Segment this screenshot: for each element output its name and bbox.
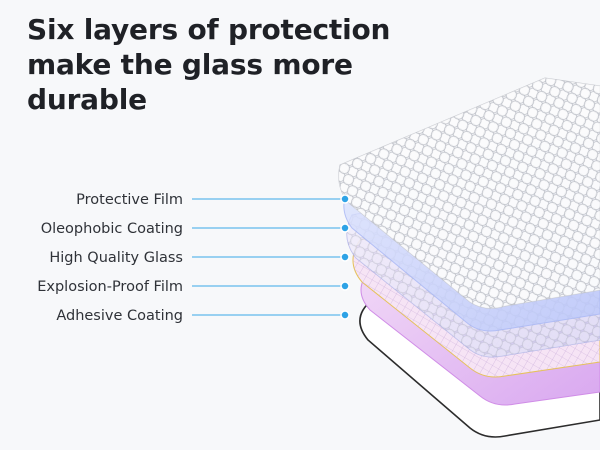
headline-line-1: Six layers of protection (27, 13, 391, 46)
leader-dot-adhesive-coating (340, 310, 350, 320)
leader-dot-high-quality-glass (340, 252, 350, 262)
layer-label-protective-film: Protective Film (76, 192, 183, 208)
leader-lines (192, 198, 345, 316)
leader-dot-explosion-proof-film (340, 281, 350, 291)
leader-dots (340, 194, 350, 320)
headline-line-2: make the glass more (27, 48, 353, 81)
layer-label-high-quality-glass: High Quality Glass (49, 250, 183, 266)
headline-line-3: durable (27, 83, 147, 116)
layer-label-oleophobic-coating: Oleophobic Coating (40, 221, 183, 237)
leader-dot-protective-film (340, 194, 350, 204)
layer-label-explosion-proof-film: Explosion-Proof Film (37, 279, 183, 295)
layer-label-adhesive-coating: Adhesive Coating (56, 308, 183, 324)
headline: Six layers of protection make the glass … (27, 12, 427, 117)
leader-dot-oleophobic-coating (340, 223, 350, 233)
